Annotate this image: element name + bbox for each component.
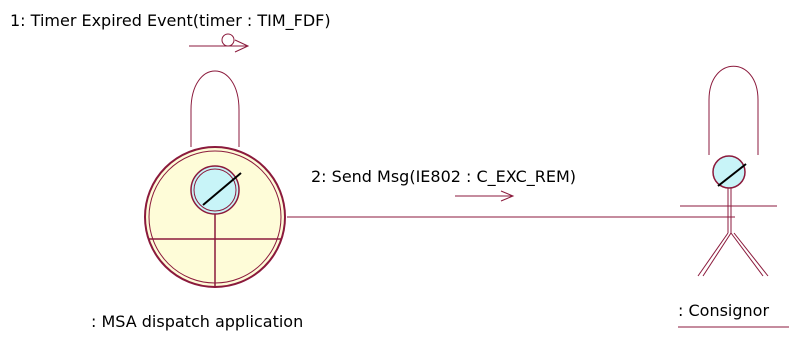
message-2-label: 2: Send Msg(IE802 : C_EXC_REM) xyxy=(311,167,576,187)
actor-head xyxy=(712,155,746,189)
msa-dispatch-application-label: : MSA dispatch application xyxy=(91,312,303,331)
consignor-self-link-loop xyxy=(708,65,759,155)
msa-dispatch-application-object[interactable] xyxy=(144,146,286,288)
consignor-actor[interactable] xyxy=(680,155,777,277)
control-object-head-ring xyxy=(193,168,237,212)
message-2-arrow xyxy=(455,190,515,202)
actor-right-leg xyxy=(730,232,764,277)
actor-left-leg-shadow xyxy=(702,232,732,277)
message-1-label: 1: Timer Expired Event(timer : TIM_FDF) xyxy=(10,11,331,31)
actor-right-leg-shadow xyxy=(733,232,769,277)
consignor-label: : Consignor xyxy=(678,301,769,320)
actor-head-needle xyxy=(717,163,747,187)
actor-left-leg xyxy=(697,232,729,277)
message-1-arrow xyxy=(189,33,250,53)
self-link-loop xyxy=(190,70,240,147)
control-object-needle xyxy=(202,172,242,206)
control-object-head xyxy=(190,165,240,215)
